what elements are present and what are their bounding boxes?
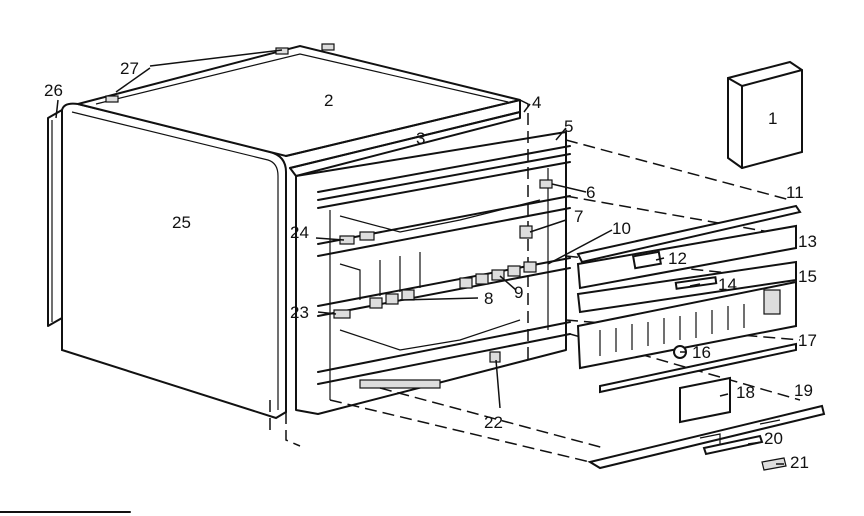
block-part (761, 457, 787, 471)
callout-14: 14 (718, 275, 737, 294)
callout-7: 7 (574, 207, 583, 226)
callout-4: 4 (532, 93, 541, 112)
callout-18: 18 (736, 383, 755, 402)
callout-11: 11 (786, 183, 804, 202)
callout-1: 1 (768, 109, 777, 128)
rear-panel-outline (269, 99, 529, 447)
lower-rail-part (599, 342, 797, 394)
callout-20: 20 (764, 429, 783, 448)
packaged-part-box (727, 60, 803, 170)
cabinet-side-panel (61, 102, 287, 420)
callout-17: 17 (798, 331, 817, 350)
callout-27: 27 (120, 59, 139, 78)
callout-3: 3 (416, 129, 425, 148)
callout-8: 8 (484, 289, 493, 308)
callout-5: 5 (564, 117, 573, 136)
callout-22: 22 (484, 413, 503, 432)
front-trim-part (289, 111, 521, 177)
callout-6: 6 (586, 183, 595, 202)
drawer-roller-parts (333, 179, 553, 389)
callout-10: 10 (612, 219, 631, 238)
callout-15: 15 (798, 267, 817, 286)
callout-25: 25 (172, 213, 191, 232)
callout-9: 9 (514, 283, 523, 302)
callout-21: 21 (790, 453, 809, 472)
callout-2: 2 (324, 91, 333, 110)
drawer-front-vented (576, 280, 797, 370)
callout-24: 24 (290, 223, 309, 242)
base-plate-part (587, 404, 826, 470)
leader-lines (55, 49, 784, 465)
callout-13: 13 (798, 232, 817, 251)
callout-23: 23 (290, 303, 309, 322)
side-panel-part (47, 109, 63, 327)
callout-19: 19 (794, 381, 813, 400)
callout-12: 12 (668, 249, 687, 268)
callout-26: 26 (44, 81, 63, 100)
callout-16: 16 (692, 343, 711, 362)
callout-labels: 1 2 3 4 5 6 7 8 9 10 11 12 13 14 15 16 1… (44, 59, 817, 472)
drawer-front-top (576, 224, 797, 290)
drawer-front-middle (576, 260, 797, 314)
cabinet-front-face (295, 131, 571, 415)
lower-panel-part (679, 376, 731, 424)
top-rail-part (576, 204, 802, 264)
